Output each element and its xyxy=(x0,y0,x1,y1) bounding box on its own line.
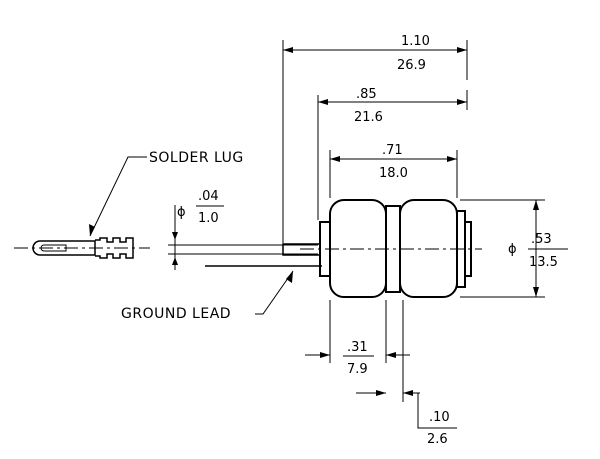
body-length-dimension: .85 21.6 xyxy=(317,87,468,220)
svg-text:.10: .10 xyxy=(429,410,450,425)
svg-text:.71: .71 xyxy=(382,143,403,158)
ground-lead-leader xyxy=(255,270,294,315)
overall-length-dimension: 1.10 26.9 xyxy=(282,34,468,243)
svg-text:13.5: 13.5 xyxy=(529,255,558,270)
leads xyxy=(168,243,322,267)
svg-text:ϕ: ϕ xyxy=(177,205,186,220)
svg-text:.85: .85 xyxy=(356,87,377,102)
svg-text:21.6: 21.6 xyxy=(354,110,383,125)
cap-span-dimension: .71 18.0 xyxy=(329,143,458,198)
svg-text:.53: .53 xyxy=(531,232,552,247)
svg-text:.31: .31 xyxy=(347,340,368,355)
capacitor-body xyxy=(300,199,482,298)
body-diameter-dimension: ϕ .53 13.5 xyxy=(460,199,568,298)
svg-text:26.9: 26.9 xyxy=(397,58,426,73)
svg-text:1.10: 1.10 xyxy=(401,34,430,49)
svg-text:ϕ: ϕ xyxy=(508,242,517,257)
segment-length-dimension: .31 7.9 xyxy=(305,300,410,377)
solder-lug-drawing xyxy=(14,237,150,259)
gap-width-dimension: .10 2.6 xyxy=(356,300,457,447)
svg-text:1.0: 1.0 xyxy=(198,211,219,226)
lead-diameter-dimension: ϕ .04 1.0 xyxy=(172,189,224,270)
svg-text:.04: .04 xyxy=(198,189,219,204)
solder-lug-leader xyxy=(89,156,147,237)
svg-text:7.9: 7.9 xyxy=(347,362,368,377)
svg-text:2.6: 2.6 xyxy=(427,432,448,447)
svg-text:18.0: 18.0 xyxy=(379,166,408,181)
ground-lead-label: GROUND LEAD xyxy=(121,306,231,322)
solder-lug-label: SOLDER LUG xyxy=(149,150,244,166)
